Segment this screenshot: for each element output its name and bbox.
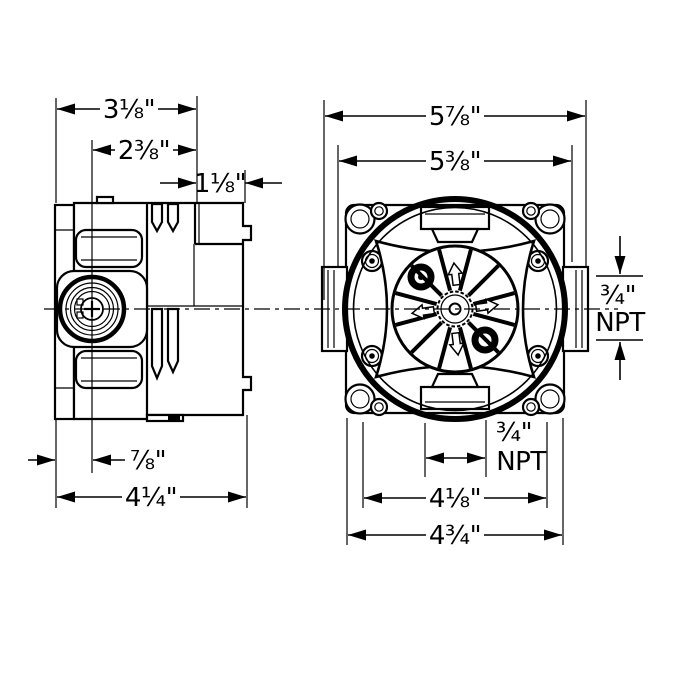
dim-side-bottom-width-label: 4¼" — [125, 483, 177, 513]
dim-front-mounting-width-label: 4¾" — [429, 521, 481, 551]
extension-lines — [55, 96, 587, 545]
front-bottom-port-size-label: ¾" — [496, 418, 532, 448]
dim-front-side-port: ¾" NPT — [595, 236, 646, 380]
front-flow-arrows — [410, 261, 500, 357]
front-side-port-size-label: ¾" — [600, 281, 636, 311]
dim-side-top-mid: 2⅜" — [93, 136, 196, 166]
side-bottom-lip — [145, 413, 185, 423]
dim-front-port-spacing-label: 4⅛" — [429, 484, 481, 514]
dim-side-top-width-label: 3⅛" — [103, 95, 155, 125]
side-view — [53, 140, 253, 473]
front-corner-ears — [344, 201, 566, 417]
dim-side-top-width: 3⅛" — [57, 95, 196, 125]
side-upper-port-boss — [74, 228, 144, 269]
dim-front-housing-width-label: 5⅜" — [429, 147, 481, 177]
dim-side-top-right: 1⅛" — [160, 169, 282, 199]
side-top-right-block — [193, 203, 243, 246]
dim-side-bottom-offset: ⅞" — [28, 446, 167, 476]
dim-front-housing-width: 5⅜" — [339, 147, 571, 177]
dimension-layer: 3⅛" 2⅜" 1⅛" ⅞" 4¼" 5⅞" — [28, 95, 646, 551]
dim-side-bottom-offset-label: ⅞" — [130, 446, 166, 476]
dim-front-overall-width-label: 5⅞" — [429, 102, 481, 132]
dim-front-mounting-width: 4¾" — [348, 521, 562, 551]
front-bottom-port — [419, 372, 491, 411]
side-retaining-clips — [150, 202, 180, 381]
front-bottom-port-thread-label: NPT — [496, 447, 546, 477]
side-lower-port-boss — [74, 349, 144, 390]
front-port-markers — [407, 263, 499, 354]
front-spokes — [395, 249, 515, 369]
dim-side-top-right-label: 1⅛" — [194, 169, 246, 199]
dim-side-top-mid-label: 2⅜" — [118, 136, 170, 166]
side-spindle-port — [55, 269, 149, 349]
front-screw-bosses — [360, 249, 550, 368]
side-top-tab — [95, 195, 115, 205]
dim-side-bottom-width: 4¼" — [57, 483, 246, 513]
front-side-port-thread-label: NPT — [595, 308, 645, 338]
dim-front-port-spacing: 4⅛" — [364, 484, 546, 514]
dim-front-bottom-port: ¾" NPT — [426, 418, 547, 477]
dim-front-overall-width: 5⅞" — [325, 102, 585, 132]
